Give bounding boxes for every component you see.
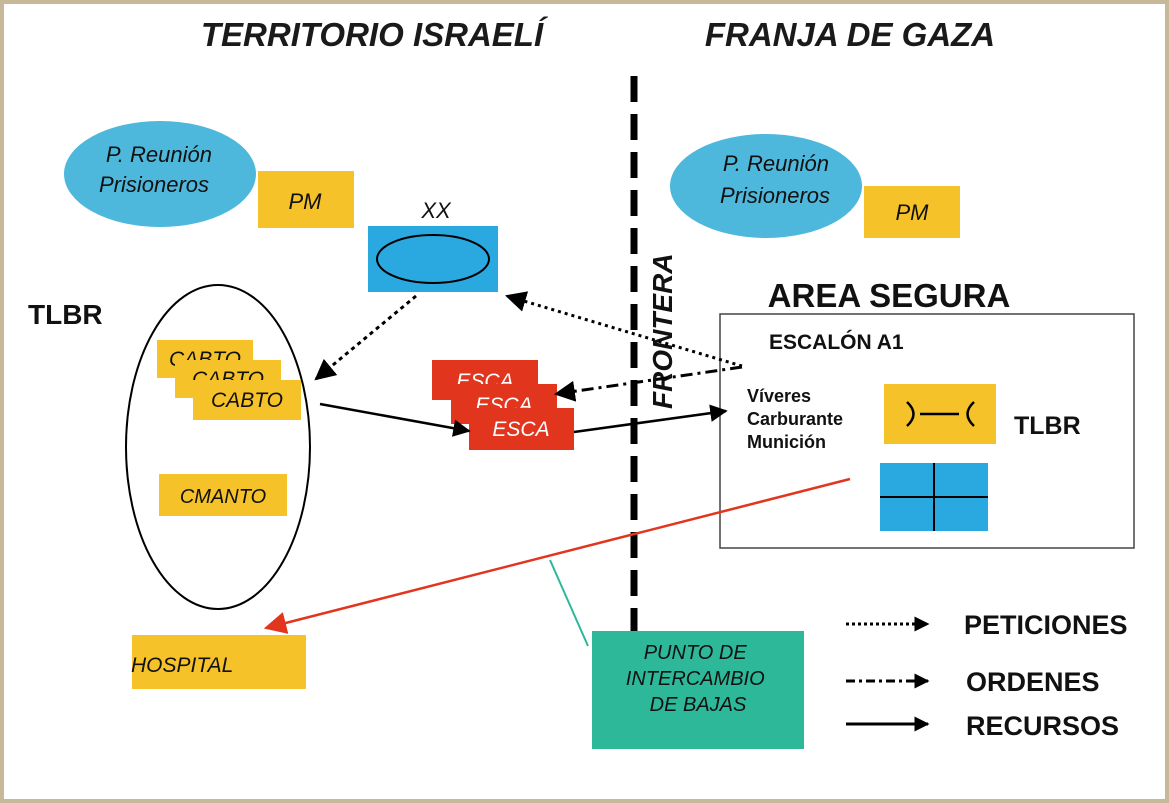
prisoner-point-label: P. Reunión Prisioneros <box>99 142 218 197</box>
tlbr-right-label: TLBR <box>1014 412 1081 440</box>
echelon-label: ESCALÓN A1 <box>769 330 904 354</box>
header-left: TERRITORIO ISRAELÍ <box>201 16 549 53</box>
supply-food: Víveres <box>747 386 811 406</box>
division-echelon-label: XX <box>420 198 452 223</box>
hospital-label: HOSPITAL <box>131 654 233 677</box>
arrow-order-to-esca <box>553 365 743 402</box>
pm-label: PM <box>289 189 323 214</box>
supply-ammo: Munición <box>747 432 826 452</box>
prisoner-point-line-2: Prisioneros <box>99 172 209 197</box>
prisoner-point-ellipse <box>64 121 256 227</box>
supply-unit-symbol <box>906 401 975 427</box>
legend-label-requests: PETICIONES <box>964 610 1128 640</box>
header-right: FRANJA DE GAZA <box>705 16 995 53</box>
legend-item-requests: PETICIONES <box>846 610 1128 640</box>
hospital-box <box>132 635 306 689</box>
prisoner-point-right-line-1: P. Reunión <box>723 151 829 176</box>
arrow-order-division-to-cabto <box>314 294 417 381</box>
cabto-label-3: CABTO <box>211 389 283 412</box>
pm-box <box>258 171 354 228</box>
arrow-resource-cabto-to-esca <box>319 402 471 437</box>
esca-label-3: ESCA <box>492 418 549 441</box>
esca-stack: ESCA ESCA ESCA <box>432 360 574 450</box>
casualty-exchange-label: PUNTO DE INTERCAMBIO DE BAJAS <box>626 642 770 716</box>
casualty-line-1: PUNTO DE <box>644 642 748 664</box>
supplies-list: Víveres Carburante Munición <box>747 386 848 452</box>
casualty-exchange-box <box>592 631 804 749</box>
division-unit-box <box>368 226 498 292</box>
tlbr-left-label: TLBR <box>28 299 103 330</box>
prisoner-collection-point-left: P. Reunión Prisioneros PM <box>64 121 354 228</box>
arrow-evacuation-to-hospital <box>263 477 851 634</box>
cabto-box-3 <box>193 380 301 420</box>
secure-area-title: AREA SEGURA <box>768 277 1011 314</box>
prisoner-point-label-right: P. Reunión Prisioneros <box>720 151 835 208</box>
legend-label-resources: RECURSOS <box>966 711 1119 741</box>
casualty-leader-line <box>549 559 589 647</box>
border-label: FRONTERA <box>647 253 678 409</box>
division-unit-ellipse <box>376 234 490 284</box>
esca-box-3 <box>469 408 574 450</box>
arrow-resource-esca-to-echelon <box>573 404 728 434</box>
prisoner-point-right-line-2: Prisioneros <box>720 183 830 208</box>
division-hq-symbol: XX <box>368 198 498 292</box>
pm-label-right: PM <box>896 200 930 225</box>
cmanto-label: CMANTO <box>180 486 266 508</box>
tlbr-left-ellipse <box>125 284 311 610</box>
prisoner-point-line-1: P. Reunión <box>106 142 212 167</box>
legend-item-resources: RECURSOS <box>846 711 1119 741</box>
legend-item-orders: ORDENES <box>846 667 1100 697</box>
pm-box-right <box>864 186 960 238</box>
casualty-line-3: DE BAJAS <box>650 694 747 716</box>
arrow-request-to-division <box>504 291 743 368</box>
casualty-line-2: INTERCAMBIO <box>626 668 765 690</box>
legend-label-orders: ORDENES <box>966 667 1100 697</box>
prisoner-collection-point-right: P. Reunión Prisioneros PM <box>670 134 960 238</box>
prisoner-point-ellipse-right <box>670 134 862 238</box>
medical-unit-symbol <box>880 463 988 531</box>
cabto-stack: CABTO CABTO CABTO <box>157 340 301 420</box>
supply-fuel: Carburante <box>747 409 843 429</box>
logistics-diagram: TERRITORIO ISRAELÍ FRANJA DE GAZA FRONTE… <box>28 16 1135 749</box>
legend: PETICIONES ORDENES RECURSOS <box>846 610 1128 741</box>
cmanto-box <box>159 474 287 516</box>
secure-area-box <box>719 313 1135 549</box>
